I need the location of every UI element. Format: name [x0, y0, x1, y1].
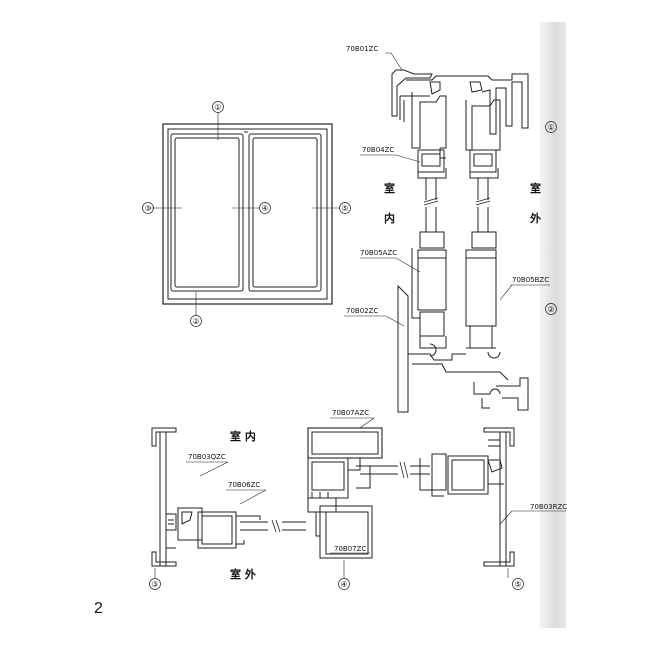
horizontal-section	[149, 417, 566, 590]
callout-5-section: ⑤	[514, 580, 521, 589]
callout-4-section: ④	[340, 580, 347, 589]
profile-label-70b06zc: 70B06ZC	[228, 481, 260, 489]
callout-1-elevation: ①	[214, 103, 221, 112]
profile-label-70b03rzc: 70B03RZC	[530, 503, 567, 511]
profile-label-70b07azc: 70B07AZC	[332, 409, 369, 417]
callout-3-elevation: ③	[144, 204, 151, 213]
label-outdoor-char-1: 室	[530, 181, 541, 195]
profile-label-70b01zc: 70B01ZC	[346, 45, 378, 53]
profile-label-70b03qzc: 70B03QZC	[188, 453, 226, 461]
profile-label-70b05bzc: 70B05BZC	[512, 276, 549, 284]
callout-4-elevation: ④	[261, 204, 268, 213]
callout-2-section: ②	[547, 305, 554, 314]
window-elevation	[142, 101, 351, 327]
callout-5-elevation: ⑤	[341, 204, 348, 213]
label-indoor-char-1: 室	[384, 181, 395, 195]
callout-2-elevation: ②	[192, 317, 199, 326]
label-outdoor-char-2: 外	[529, 211, 541, 225]
page-edge-shadow	[540, 22, 566, 628]
callout-1-section: ①	[547, 123, 554, 132]
vertical-section	[344, 52, 557, 413]
profile-label-70b02zc: 70B02ZC	[346, 307, 378, 315]
profile-label-70b05azc: 70B05AZC	[360, 249, 397, 257]
label-indoor-horizontal: 室 内	[230, 429, 256, 443]
page-number: 2	[94, 600, 103, 617]
callout-3-section: ③	[151, 580, 158, 589]
label-outdoor-horizontal: 室 外	[230, 567, 256, 581]
profile-label-70b04zc: 70B04ZC	[362, 146, 394, 154]
profile-label-70b07zc: 70B07ZC	[334, 545, 366, 553]
label-indoor-char-2: 内	[384, 211, 395, 225]
